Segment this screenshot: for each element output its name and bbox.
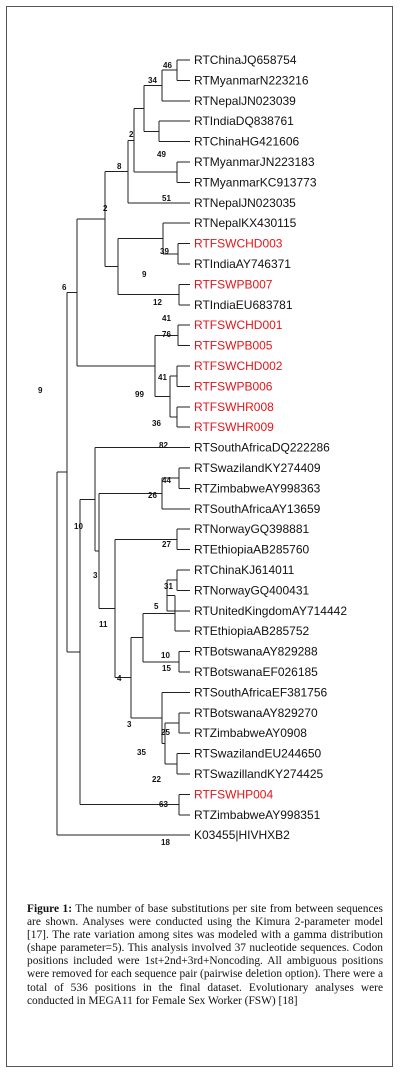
bootstrap-value: 76 <box>162 330 171 339</box>
bootstrap-value: 49 <box>157 150 166 159</box>
bootstrap-value: 34 <box>148 76 157 85</box>
leaf-label: RTMyanmarN223216 <box>194 73 309 87</box>
bootstrap-value: 8 <box>117 162 122 171</box>
bootstrap-value: 2 <box>129 130 134 139</box>
leaf-label: RTBotswanaEF026185 <box>194 665 318 679</box>
leaf-label: RTZimbabweAY0908 <box>194 726 307 740</box>
leaf-label: RTMyanmarJN223183 <box>194 155 315 169</box>
leaf-label: RTNepalJN023039 <box>194 94 296 108</box>
bootstrap-value: 82 <box>159 441 168 450</box>
leaf-label: RTIndiaDQ838761 <box>194 114 294 128</box>
bootstrap-value: 12 <box>153 298 162 307</box>
leaf-label: RTSwazilandEU244650 <box>194 747 322 761</box>
leaf-label: RTNepalJN023035 <box>194 196 296 210</box>
bootstrap-value: 63 <box>159 800 168 809</box>
bootstrap-value: 41 <box>162 314 171 323</box>
caption-label: Figure 1: <box>27 903 73 915</box>
leaf-label: RTFSWHR008 <box>194 400 274 414</box>
leaf-label: RTUnitedKingdomAY714442 <box>194 604 347 618</box>
leaf-label: RTSwazilandKY274409 <box>194 461 321 475</box>
bootstrap-value: 44 <box>162 476 171 485</box>
leaf-label: RTSouthAfricaEF381756 <box>194 685 328 699</box>
leaf-label: RTEthiopiaAB285752 <box>194 624 310 638</box>
leaf-label: RTEthiopiaAB285760 <box>194 543 310 557</box>
caption-text: The number of base substitutions per sit… <box>27 903 383 1007</box>
bootstrap-value: 4 <box>117 674 122 683</box>
bootstrap-value: 10 <box>74 522 83 531</box>
bootstrap-value: 3 <box>93 571 98 580</box>
bootstrap-value: 35 <box>137 748 146 757</box>
bootstrap-value: 3 <box>127 720 132 729</box>
bootstrap-value: 46 <box>163 61 172 70</box>
leaf-label: RTFSWPB006 <box>194 379 273 393</box>
leaf-label: RTFSWPB007 <box>194 277 273 291</box>
phylogenetic-tree: RTChinaJQ658754RTMyanmarN223216RTNepalJN… <box>38 53 347 847</box>
bootstrap-value: 10 <box>161 651 170 660</box>
leaf-label: RTMyanmarKC913773 <box>194 175 317 189</box>
figure-caption: Figure 1: The number of base substitutio… <box>27 903 383 1008</box>
leaf-label: RTSwazillandKY274425 <box>194 767 324 781</box>
leaf-label: RTNepalKX430115 <box>194 216 297 230</box>
leaf-label: RTIndiaEU683781 <box>194 298 293 312</box>
bootstrap-value: 9 <box>142 270 147 279</box>
bootstrap-value: 6 <box>62 283 67 292</box>
leaf-label: RTFSWHR009 <box>194 420 274 434</box>
leaf-label: RTNorwayGQ398881 <box>194 522 309 536</box>
bootstrap-value: 36 <box>152 419 161 428</box>
leaf-label: RTChinaKJ614011 <box>194 563 295 577</box>
leaf-label: RTBotswanaAY829288 <box>194 645 318 659</box>
leaf-label: RTIndiaAY746371 <box>194 257 291 271</box>
leaf-label: RTChinaHG421606 <box>194 135 300 149</box>
bootstrap-value: 9 <box>38 386 43 395</box>
leaf-label: RTSouthAfricaAY13659 <box>194 502 321 516</box>
bootstrap-value: 31 <box>164 582 173 591</box>
bootstrap-value: 11 <box>99 620 108 629</box>
leaf-label: RTFSWHP004 <box>194 787 273 801</box>
bootstrap-value: 15 <box>162 664 171 673</box>
bootstrap-value: 41 <box>158 373 167 382</box>
leaf-label: RTFSWCHD002 <box>194 359 283 373</box>
leaf-label: RTZimbabweAY998351 <box>194 808 321 822</box>
leaf-label: RTChinaJQ658754 <box>194 53 297 67</box>
bootstrap-value: 27 <box>162 540 171 549</box>
leaf-label: RTSouthAfricaDQ222286 <box>194 441 330 455</box>
bootstrap-value: 5 <box>154 602 159 611</box>
leaf-label: K03455|HIVHXB2 <box>194 828 290 842</box>
bootstrap-value: 2 <box>103 204 108 213</box>
bootstrap-value: 51 <box>162 194 171 203</box>
leaf-label: RTZimbabweAY998363 <box>194 481 321 495</box>
bootstrap-value: 25 <box>161 728 170 737</box>
leaf-label: RTFSWPB005 <box>194 339 273 353</box>
bootstrap-value: 22 <box>152 775 161 784</box>
bootstrap-value: 39 <box>160 247 169 256</box>
bootstrap-value: 26 <box>148 491 157 500</box>
bootstrap-value: 18 <box>161 838 170 847</box>
leaf-label: RTFSWCHD003 <box>194 237 283 251</box>
leaf-label: RTFSWCHD001 <box>194 318 283 332</box>
leaf-label: RTBotswanaAY829270 <box>194 706 318 720</box>
leaf-label: RTNorwayGQ400431 <box>194 583 309 597</box>
bootstrap-value: 99 <box>135 390 144 399</box>
